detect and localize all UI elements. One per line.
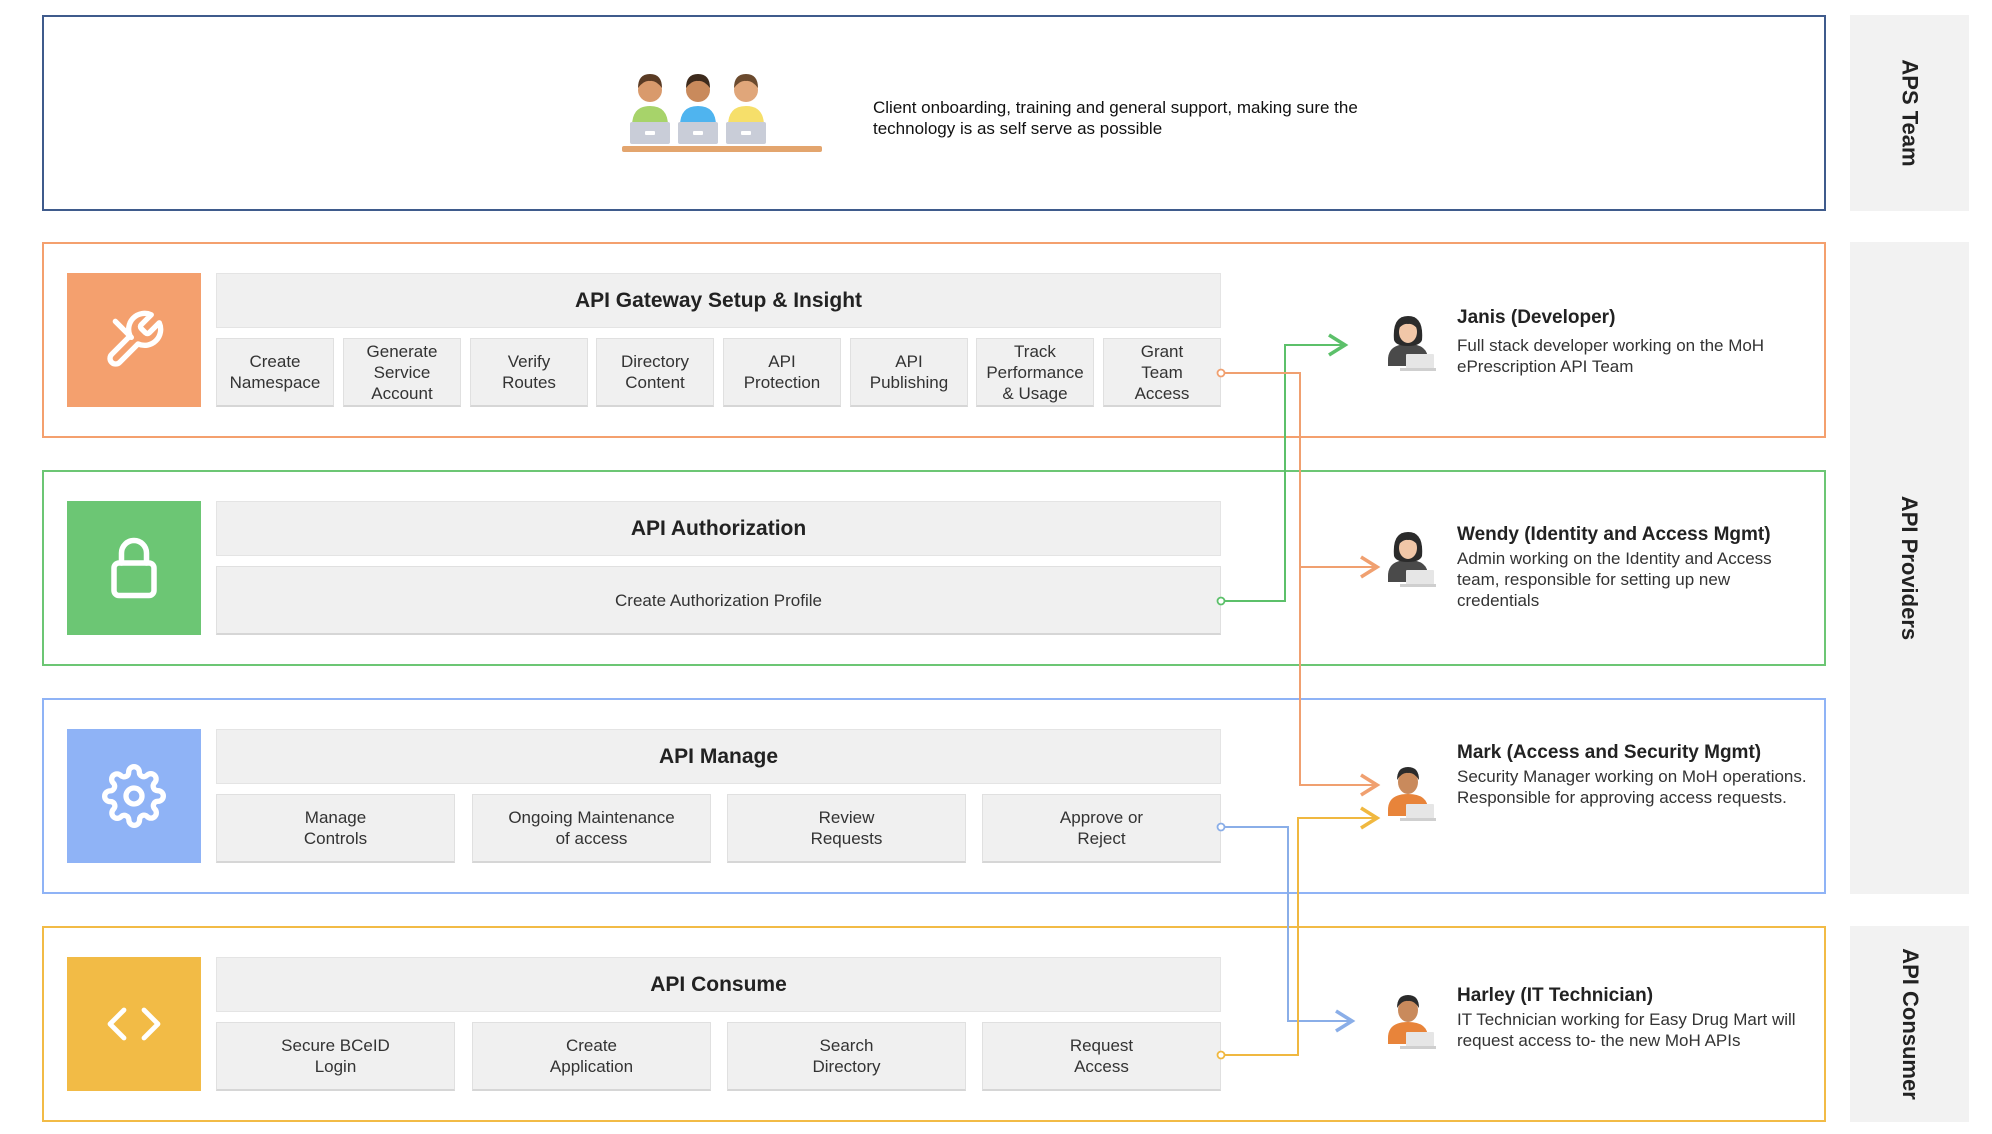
- support-team-icon: [622, 74, 822, 152]
- wrench-icon: [107, 310, 164, 367]
- tile-approve-or-reject[interactable]: Approve or Reject: [982, 794, 1221, 863]
- connector-grant-access-to-wendy-mark: [1216, 368, 1381, 797]
- male-user-laptop-icon: [1388, 767, 1436, 821]
- person-description: Full stack developer working on the MoH …: [1457, 336, 1765, 376]
- side-label-api-providers: API Providers: [1850, 242, 1969, 894]
- code-brackets-icon: [107, 1007, 161, 1041]
- connector-authorization-to-janis: [1216, 333, 1349, 606]
- tile-request-access[interactable]: Request Access: [982, 1022, 1221, 1091]
- person-janis: Janis (Developer) Full stack developer w…: [1457, 307, 1817, 377]
- consume-title: API Consume: [216, 957, 1221, 1012]
- tile-review-requests[interactable]: Review Requests: [727, 794, 966, 863]
- side-label-aps-team: APS Team: [1850, 15, 1969, 211]
- tile-track-performance[interactable]: Track Performance & Usage: [976, 338, 1094, 407]
- consume-icon-box: [67, 957, 201, 1091]
- authorization-title: API Authorization: [216, 501, 1221, 556]
- person-name: Harley (IT Technician): [1457, 985, 1654, 1006]
- tile-search-directory[interactable]: Search Directory: [727, 1022, 966, 1091]
- connector-approve-to-harley: [1216, 822, 1356, 1033]
- manage-title: API Manage: [216, 729, 1221, 784]
- tile-create-application[interactable]: Create Application: [472, 1022, 711, 1091]
- tile-manage-controls[interactable]: Manage Controls: [216, 794, 455, 863]
- manage-icon-box: [67, 729, 201, 863]
- person-description: IT Technician working for Easy Drug Mart…: [1457, 1010, 1796, 1050]
- tile-ongoing-maintenance[interactable]: Ongoing Maintenance of access: [472, 794, 711, 863]
- gear-icon: [102, 764, 166, 828]
- tile-api-protection[interactable]: API Protection: [723, 338, 841, 407]
- setup-title: API Gateway Setup & Insight: [216, 273, 1221, 328]
- person-name: Janis (Developer): [1457, 307, 1616, 328]
- aps-description: Client onboarding, training and general …: [873, 98, 1358, 138]
- connector-request-to-mark: [1216, 806, 1381, 1060]
- tile-verify-routes[interactable]: Verify Routes: [470, 338, 588, 407]
- lock-icon: [111, 537, 157, 599]
- setup-icon-box: [67, 273, 201, 407]
- tile-api-publishing[interactable]: API Publishing: [850, 338, 968, 407]
- person-mark: Mark (Access and Security Mgmt) Security…: [1457, 742, 1817, 808]
- person-harley: Harley (IT Technician) IT Technician wor…: [1457, 985, 1817, 1051]
- authorization-icon-box: [67, 501, 201, 635]
- person-name: Wendy (Identity and Access Mgmt): [1457, 524, 1771, 545]
- person-description: Security Manager working on MoH operatio…: [1457, 767, 1807, 807]
- person-wendy: Wendy (Identity and Access Mgmt) Admin w…: [1457, 524, 1817, 611]
- female-user-laptop-icon: [1388, 532, 1436, 587]
- male-user-laptop-icon: [1388, 995, 1436, 1049]
- person-description: Admin working on the Identity and Access…: [1457, 549, 1772, 610]
- tile-directory-content[interactable]: Directory Content: [596, 338, 714, 407]
- female-user-laptop-icon: [1388, 316, 1436, 371]
- tile-generate-service-account[interactable]: Generate Service Account: [343, 338, 461, 407]
- tile-create-authorization-profile[interactable]: Create Authorization Profile: [216, 566, 1221, 635]
- side-label-api-consumer: API Consumer: [1850, 926, 1969, 1122]
- tile-secure-bceid-login[interactable]: Secure BCeID Login: [216, 1022, 455, 1091]
- person-name: Mark (Access and Security Mgmt): [1457, 742, 1762, 763]
- tile-create-namespace[interactable]: Create Namespace: [216, 338, 334, 407]
- aps-team-panel: [42, 15, 1826, 211]
- tile-grant-team-access[interactable]: Grant Team Access: [1103, 338, 1221, 407]
